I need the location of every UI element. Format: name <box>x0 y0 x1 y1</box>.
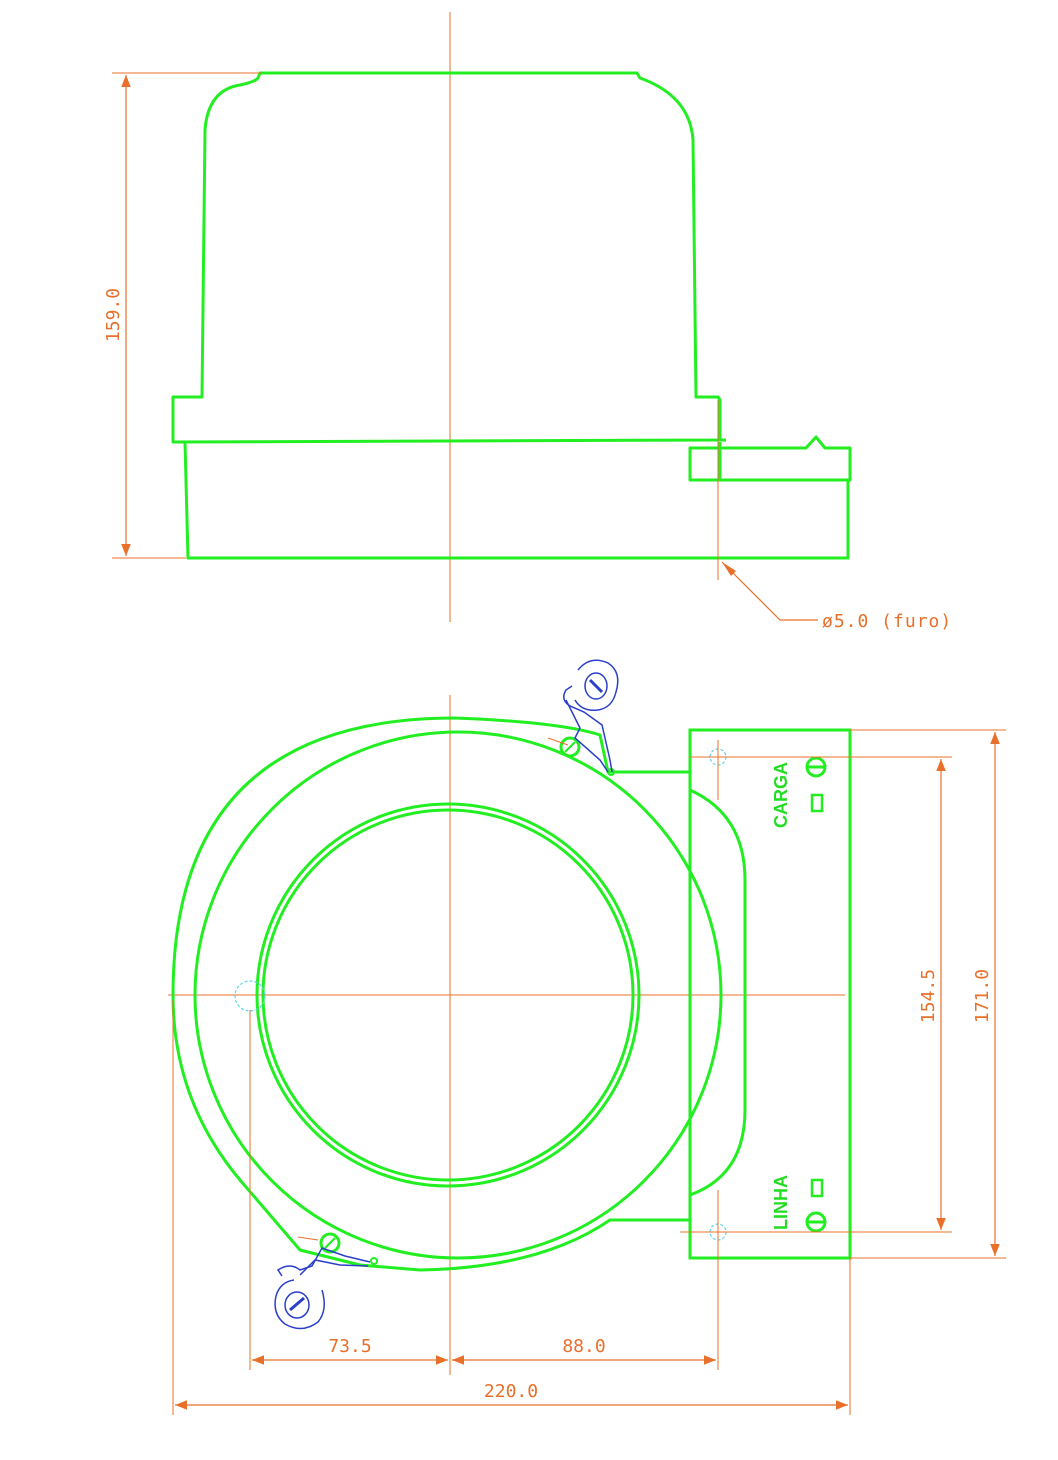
terminal-block-outline <box>688 435 852 482</box>
seal-screw-bottom-icon <box>297 1232 378 1265</box>
middle-ring <box>193 730 723 1260</box>
window-outer-ring <box>255 802 641 1188</box>
right-offset-dimension-text: 88.0 <box>562 1336 605 1357</box>
line-terminal-screw-icon <box>805 1211 827 1233</box>
load-terminal-screw-icon <box>805 756 827 778</box>
left-offset-dimension-text: 73.5 <box>328 1336 371 1357</box>
line-terminal-slot <box>810 1178 824 1198</box>
total-width-dimension-text: 220.0 <box>484 1381 538 1402</box>
line-label: LINHA <box>771 1175 791 1230</box>
meter-cover-outline <box>171 71 722 444</box>
terminal-plate-outline <box>688 728 852 1260</box>
load-label: CARGA <box>771 762 791 828</box>
window-inner-ring <box>261 808 635 1182</box>
housing-outline <box>171 716 747 1272</box>
side-view: 159.0 ø5.0 (furo) <box>103 12 952 632</box>
inner-height-dimension-text: 154.5 <box>918 969 939 1023</box>
load-terminal-slot <box>810 793 824 813</box>
height-dimension-text: 159.0 <box>103 288 124 342</box>
outer-height-dimension-text: 171.0 <box>972 969 993 1023</box>
top-view: CARGA LINHA <box>168 659 1006 1415</box>
security-seal-top-icon <box>563 659 619 773</box>
hole-leader-line <box>721 561 818 621</box>
security-seal-bottom-icon <box>274 1247 371 1330</box>
mounting-hole-left <box>234 980 266 1012</box>
meter-base-outline <box>183 441 850 560</box>
hole-note-text: ø5.0 (furo) <box>822 611 952 632</box>
